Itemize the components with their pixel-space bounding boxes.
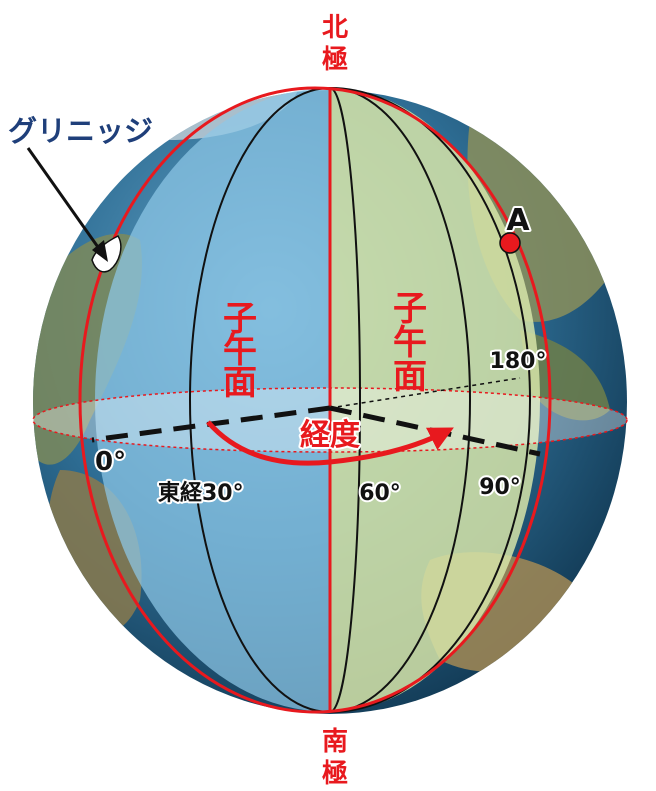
north-pole-label-1: 北 [322,13,348,43]
meridian-60 [329,87,361,713]
greenwich-arrowhead [92,240,108,262]
degree-60-label: 60° [359,481,401,506]
greenwich-label: グリニッジ [8,114,153,148]
meridian-plane-label-right-3: 面 [393,357,427,397]
point-a-marker [499,232,521,254]
meridian-plane-label-left-1: 子 [223,299,257,339]
degree-90-label: 90° [479,475,521,500]
meridian-plane-label-left-3: 面 [223,363,257,403]
meridian-plane-left [95,88,330,712]
longitude-arrow [206,420,454,466]
degree-east30-label: 東経30° [158,480,244,506]
south-pole-label-2: 極 [322,759,348,789]
meridian-outline-red [78,86,552,714]
north-pole-label-2: 極 [322,45,348,75]
meridian-plane-label-right-1: 子 [393,289,427,329]
degree-0-label: 0° [95,447,126,477]
degree-180-label: 180° [490,349,547,374]
point-a-label: A [506,203,530,238]
longitude-label: 経度 [300,418,360,453]
meridian-plane-label-left-2: 午 [223,331,257,371]
meridian-plane-label-right-2: 午 [393,323,427,363]
south-pole-label-1: 南 [322,727,348,757]
meridian-plane-right [330,88,540,712]
greenwich-pointer [26,147,102,251]
